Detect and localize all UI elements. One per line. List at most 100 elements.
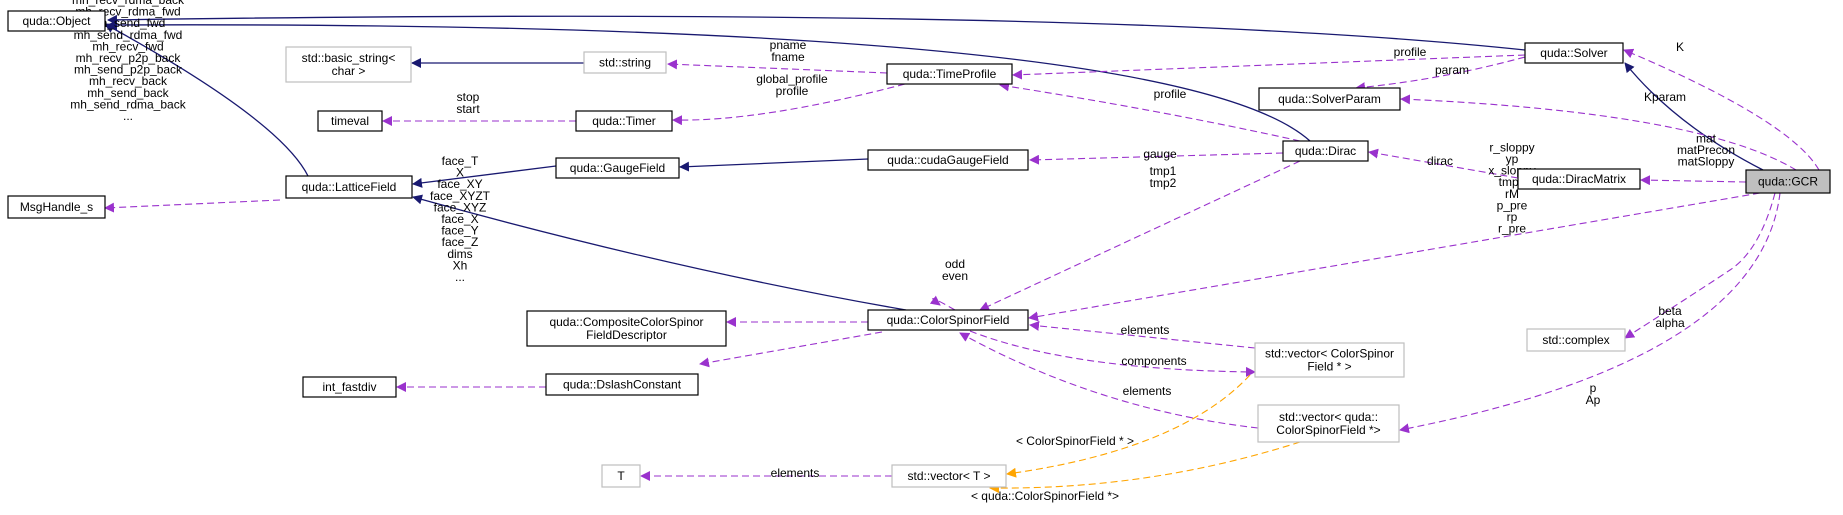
edge-label-line: mh_recv_back xyxy=(89,74,168,88)
edge-label-line: elements xyxy=(771,466,820,480)
edge-vec_csf-to-csf-usage xyxy=(1029,320,1256,349)
node-ccsfd[interactable]: quda::CompositeColorSpinorFieldDescripto… xyxy=(526,310,727,347)
node-label: quda::Dirac xyxy=(1295,144,1356,158)
node-vec_qcsf[interactable]: std::vector< quda::ColorSpinorField *> xyxy=(1257,404,1400,443)
node-label: T xyxy=(617,469,625,483)
node-solver[interactable]: quda::Solver xyxy=(1524,42,1624,64)
edge-label-line: gauge xyxy=(1143,147,1177,161)
node-label: std::vector< T > xyxy=(908,469,991,483)
edge-label-solver-to-timeprofile: profile xyxy=(1394,45,1427,59)
edge-solver-to-object-inherit xyxy=(107,14,1526,51)
node-box xyxy=(545,373,699,396)
edge-label-gcr-to-solverparam: Kparam xyxy=(1644,90,1686,104)
node-timeprofile[interactable]: quda::TimeProfile xyxy=(886,63,1013,85)
node-msghandle[interactable]: MsgHandle_s xyxy=(7,195,106,219)
node-label: std::string xyxy=(599,56,651,70)
node-label: std::complex xyxy=(1542,333,1609,347)
node-label: quda::Timer xyxy=(592,114,656,128)
edge-label-line: < quda::ColorSpinorField *> xyxy=(971,489,1119,503)
edge-label-line: face_Y xyxy=(441,224,478,238)
node-diracmatrix[interactable]: quda::DiracMatrix xyxy=(1517,168,1641,190)
node-box xyxy=(575,110,673,132)
node-dirac[interactable]: quda::Dirac xyxy=(1282,140,1369,162)
edge-label-vec_t-to-T: elements xyxy=(771,466,820,480)
edge-label-line: rp xyxy=(1507,210,1518,224)
edge-label-line: K xyxy=(1676,40,1684,54)
edge-dirac-to-csf-usage xyxy=(979,160,1301,311)
edge-label-line: pname xyxy=(770,38,807,52)
edge-label-line: profile xyxy=(776,84,809,98)
edge-gcr-to-solver-inherit xyxy=(1624,62,1764,171)
node-stdcomplex[interactable]: std::complex xyxy=(1526,328,1626,352)
edge-label-line: rM xyxy=(1505,187,1519,201)
edge-label-line: tmp2 xyxy=(1150,176,1177,190)
node-box xyxy=(285,175,413,199)
edge-label-line: Kparam xyxy=(1644,90,1686,104)
edge-label-line: mh_send_p2p_back xyxy=(74,63,183,77)
edge-label-line: profile xyxy=(1154,87,1187,101)
node-basicstring[interactable]: std::basic_string<char > xyxy=(285,46,412,83)
node-csf[interactable]: quda::ColorSpinorField xyxy=(867,309,1029,331)
node-T[interactable]: T xyxy=(601,464,641,488)
edge-label-line: mh_send_fwd xyxy=(91,16,166,30)
node-timeval[interactable]: timeval xyxy=(317,110,383,132)
node-gcr[interactable]: quda::GCR xyxy=(1745,169,1831,194)
edge-label-line: odd xyxy=(945,257,965,271)
node-latticefield[interactable]: quda::LatticeField xyxy=(285,175,413,199)
edge-label-gcr-to-solver: K xyxy=(1676,40,1684,54)
edge-label-dirac-to-cudagauge: gauge xyxy=(1143,147,1177,161)
edge-label-line: mh_recv_p2p_back xyxy=(76,51,182,65)
edge-csf-to-vec_csf-usage xyxy=(969,330,1256,377)
node-label: FieldDescriptor xyxy=(586,328,667,342)
edge-label-line: face_Z xyxy=(442,235,479,249)
node-gaugefield[interactable]: quda::GaugeField xyxy=(555,157,680,179)
node-vec_t[interactable]: std::vector< T > xyxy=(891,464,1007,488)
edge-label-line: face_XYZ xyxy=(434,200,487,214)
node-box xyxy=(7,10,106,32)
node-label: quda::DslashConstant xyxy=(563,378,682,392)
edge-label-line: mh_recv_rdma_back xyxy=(72,0,185,7)
node-object[interactable]: quda::Object xyxy=(7,10,106,32)
edge-label-dirac-to-timeprofile: profile xyxy=(1154,87,1187,101)
node-label: quda::Object xyxy=(22,14,91,28)
edge-label-line: p xyxy=(1590,381,1597,395)
node-box xyxy=(1258,87,1401,111)
node-solverparam[interactable]: quda::SolverParam xyxy=(1258,87,1401,111)
edge-label-line: param xyxy=(1435,63,1469,77)
node-label: std::vector< ColorSpinor xyxy=(1265,347,1394,361)
edge-gcr-to-solverparam-usage xyxy=(1400,94,1797,171)
node-box xyxy=(867,149,1029,171)
node-vec_csf[interactable]: std::vector< ColorSpinorField * > xyxy=(1254,342,1405,378)
edge-label-line: beta xyxy=(1658,304,1682,318)
edge-vec_csf-to-vec_t-template xyxy=(1006,374,1251,478)
node-box xyxy=(601,464,641,488)
node-box xyxy=(891,464,1007,488)
node-dslashconst[interactable]: quda::DslashConstant xyxy=(545,373,699,396)
edge-label-gcr-to-vec_qcsf: pAp xyxy=(1586,381,1601,407)
edge-gaugefield-to-latticefield-inherit xyxy=(412,165,557,188)
edge-timeprofile-to-stdstring-usage xyxy=(667,59,888,74)
node-label: std::basic_string< xyxy=(302,51,396,65)
node-timer[interactable]: quda::Timer xyxy=(575,110,673,132)
edge-label-vec_csf-to-csf: elements xyxy=(1121,323,1170,337)
node-stdstring[interactable]: std::string xyxy=(583,51,667,74)
node-cudagauge[interactable]: quda::cudaGaugeField xyxy=(867,149,1029,171)
node-intfastdiv[interactable]: int_fastdiv xyxy=(302,376,397,398)
edge-timeprofile-to-timer-usage xyxy=(672,83,906,126)
node-box xyxy=(7,195,106,219)
edge-label-line: mh_send_rdma_back xyxy=(70,97,186,111)
edge-label-line: profile xyxy=(1394,45,1427,59)
edge-vec_qcsf-to-vec_t-template xyxy=(989,441,1301,494)
node-box xyxy=(555,157,680,179)
node-label: timeval xyxy=(331,114,369,128)
edge-label-line: Ap xyxy=(1586,393,1601,407)
edge-vec_qcsf-to-csf-usage xyxy=(959,332,1259,429)
node-box xyxy=(526,310,727,347)
edge-label-line: global_profile xyxy=(756,72,828,86)
